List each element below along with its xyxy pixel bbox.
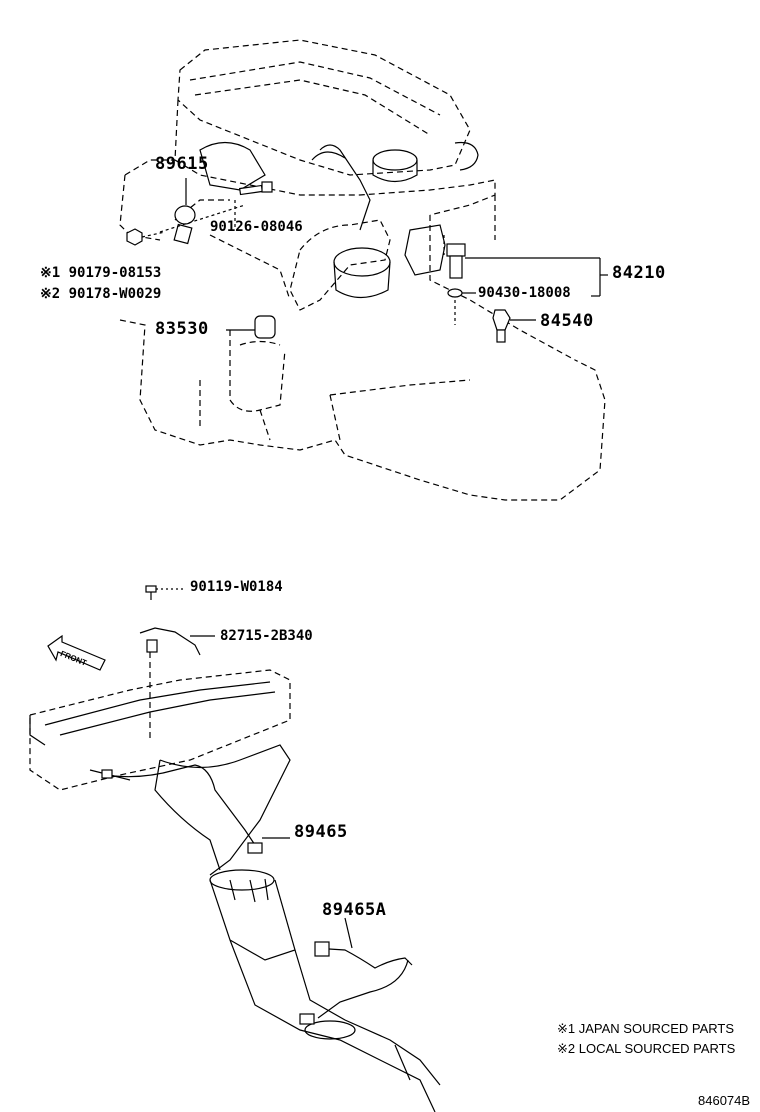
figure-id: 846074B xyxy=(698,1093,751,1108)
oil-pressure-switch-icon xyxy=(226,315,276,339)
engine-solid-details xyxy=(199,141,479,299)
part-label-90119-w0184[interactable]: 90119-W0184 xyxy=(190,579,283,595)
knock-sensor-icon xyxy=(173,178,196,245)
part-label-83530[interactable]: 83530 xyxy=(155,319,209,339)
catalytic-converter-drawing xyxy=(209,869,441,1112)
part-label-90126-08046[interactable]: 90126-08046 xyxy=(210,219,303,235)
sender-gauge-icon xyxy=(492,309,536,343)
stud-bolt-icon xyxy=(159,181,273,233)
part-label-89465a[interactable]: 89465A xyxy=(322,900,387,920)
part-label-90430-18008[interactable]: 90430-18008 xyxy=(478,285,571,301)
bolt-icon xyxy=(145,585,186,600)
part-label-84540[interactable]: 84540 xyxy=(540,311,594,331)
part-label-90179-08153[interactable]: ※1 90179-08153 xyxy=(40,265,162,281)
part-label-89465[interactable]: 89465 xyxy=(294,822,348,842)
engine-block-drawing xyxy=(119,39,606,501)
nut-icon xyxy=(126,228,166,246)
wire-bracket-icon xyxy=(139,627,215,740)
note-local-sourced: ※2 LOCAL SOURCED PARTS xyxy=(557,1041,736,1056)
front-arrow-icon xyxy=(47,634,106,671)
part-label-90178-w0029[interactable]: ※2 90178-W0029 xyxy=(40,286,162,302)
rear-o2-sensor-icon xyxy=(299,917,413,1025)
note-japan-sourced: ※1 JAPAN SOURCED PARTS xyxy=(557,1021,735,1036)
part-label-89615[interactable]: 89615 xyxy=(155,154,209,174)
part-label-82715-2b340[interactable]: 82715-2B340 xyxy=(220,628,313,644)
part-label-84210[interactable]: 84210 xyxy=(612,263,666,283)
exhaust-manifold-drawing xyxy=(29,669,291,876)
switch-assy-icon xyxy=(443,235,608,325)
front-o2-sensor-icon xyxy=(101,764,290,854)
